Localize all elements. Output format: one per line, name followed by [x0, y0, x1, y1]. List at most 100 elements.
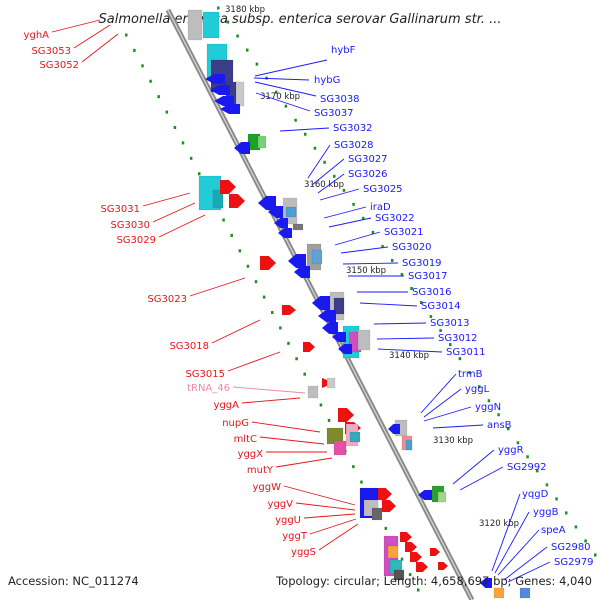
forward-gene — [338, 344, 352, 354]
forward-gene-label: yggN — [475, 402, 501, 413]
reverse-leader-line — [259, 436, 325, 445]
gc-tick — [230, 233, 233, 237]
gc-tick — [352, 202, 355, 206]
gc-tick — [342, 188, 346, 192]
gc-tick — [429, 315, 433, 319]
forward-leader-line — [340, 246, 389, 254]
forward-leader-line — [342, 262, 399, 265]
gc-tick — [327, 418, 331, 422]
reverse-gene-label: SG3029 — [116, 235, 156, 246]
gc-tick — [323, 160, 326, 164]
gene-feature — [311, 249, 323, 265]
gc-tick — [584, 539, 587, 543]
forward-gene — [312, 296, 330, 310]
forward-gene-label: SG3027 — [348, 154, 388, 165]
forward-gene — [388, 424, 400, 434]
reverse-leader-line — [73, 24, 111, 49]
forward-leader-line — [376, 337, 435, 340]
reverse-leader-line — [251, 421, 321, 433]
gc-tick — [536, 469, 539, 473]
gc-tick — [149, 79, 152, 83]
forward-leader-line — [491, 493, 521, 572]
gc-tick — [391, 258, 394, 262]
forward-leader-line — [317, 173, 345, 194]
gc-tick — [371, 230, 375, 234]
gc-tick — [254, 280, 258, 284]
gc-tick — [255, 62, 259, 66]
gene-features — [187, 9, 531, 599]
forward-gene — [205, 74, 225, 84]
gene-feature — [437, 491, 447, 503]
gc-tick — [526, 455, 529, 459]
gc-tick — [279, 326, 282, 330]
gene-feature — [212, 189, 224, 209]
gc-tick — [238, 249, 242, 253]
forward-gene — [278, 228, 292, 238]
gc-tick — [125, 33, 128, 37]
forward-gene — [294, 266, 310, 278]
forward-leader-line — [503, 546, 548, 581]
reverse-gene-label: yggX — [238, 449, 264, 460]
forward-gene — [332, 332, 346, 342]
gene-feature — [307, 385, 319, 399]
reverse-gene — [430, 548, 440, 556]
gene-feature — [371, 507, 383, 521]
forward-leader-line — [359, 302, 418, 307]
gc-tick — [189, 156, 193, 160]
gene-feature — [235, 81, 245, 107]
gene-feature — [333, 440, 347, 456]
gc-tick — [487, 399, 491, 403]
forward-gene-label: SG2980 — [551, 542, 591, 553]
gc-tick — [173, 126, 177, 129]
gc-tick — [594, 553, 597, 557]
forward-leader-line — [254, 81, 317, 97]
forward-gene-label: SG3028 — [334, 140, 374, 151]
forward-gene-labels: hybFhybGSG3038SG3037SG3032SG3028SG3027SG… — [253, 45, 594, 583]
forward-leader-line — [452, 449, 495, 485]
reverse-gene — [438, 562, 448, 570]
position-tick-label: 3120 kbp — [479, 519, 519, 529]
gc-tick — [417, 588, 420, 592]
position-tick-label: 3150 kbp — [346, 266, 386, 276]
gc-tick — [565, 511, 568, 515]
reverse-leader-line — [303, 513, 356, 519]
gc-tick — [226, 20, 230, 24]
gc-tick — [360, 480, 363, 484]
forward-gene-label: SG3014 — [421, 301, 461, 312]
forward-gene — [210, 85, 230, 95]
gene-feature — [326, 377, 336, 389]
reverse-gene — [378, 488, 392, 500]
gc-tick — [458, 357, 462, 361]
gene-feature — [405, 439, 413, 451]
forward-gene-label: SG3016 — [412, 287, 452, 298]
forward-gene-label: yggB — [533, 507, 559, 518]
forward-gene — [274, 218, 288, 228]
forward-gene — [288, 254, 306, 268]
gc-tick — [381, 244, 384, 248]
forward-gene-label: SG3021 — [384, 227, 424, 238]
reverse-leader-line — [152, 202, 196, 223]
gc-tick — [420, 301, 423, 305]
forward-gene-label: SG3022 — [375, 213, 415, 224]
gc-tick — [271, 311, 274, 314]
forward-leader-line — [254, 59, 328, 77]
position-tick-label: 3170 kbp — [260, 92, 300, 102]
forward-gene-label: ansB — [487, 420, 512, 431]
forward-leader-line — [423, 388, 462, 418]
reverse-gene — [400, 532, 412, 542]
reverse-gene — [260, 256, 276, 270]
reverse-gene — [282, 305, 296, 315]
forward-leader-line — [494, 511, 530, 574]
forward-leader-line — [507, 561, 551, 583]
reverse-gene-label: SG3030 — [110, 220, 150, 231]
forward-leader-line — [334, 231, 381, 246]
reverse-gene-label: yggV — [268, 499, 294, 510]
reverse-gene-label: yggS — [291, 547, 316, 558]
forward-gene-label: yggR — [498, 445, 524, 456]
gene-feature — [349, 431, 361, 443]
forward-leader-line — [497, 529, 540, 576]
reverse-gene — [405, 542, 417, 552]
forward-gene-label: iraD — [370, 202, 391, 213]
